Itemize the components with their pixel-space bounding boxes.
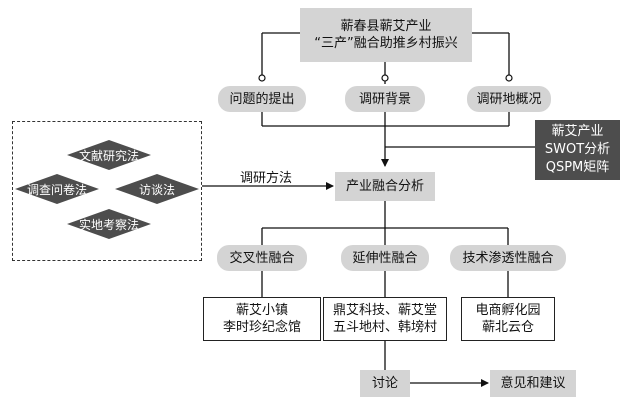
- method-interview-diamond: 访谈法: [115, 174, 199, 204]
- case-line: 鼎艾科技、蕲艾堂: [332, 303, 437, 318]
- junction-circle-right: [505, 74, 513, 82]
- method-label: 文献研究法: [78, 148, 139, 163]
- top-title-line2: “三产”融合助推乡村振兴: [314, 36, 458, 51]
- fusion-cross: 交叉性融合: [217, 245, 307, 271]
- method-label: 调查问卷法: [26, 182, 87, 197]
- suggestions-box: 意见和建议: [490, 370, 576, 397]
- method-literature-diamond: 文献研究法: [67, 140, 151, 170]
- top-title-line1: 蕲春县蕲艾产业: [340, 19, 432, 34]
- tool-item: QSPM矩阵: [545, 160, 610, 175]
- industry-fusion-analysis-box: 产业融合分析: [335, 172, 435, 201]
- tool-item: SWOT分析: [544, 142, 611, 157]
- case-line: 蕲艾小镇: [235, 303, 288, 318]
- methods-dashed-box: 文献研究法 调查问卷法 访谈法 实地考察法: [12, 121, 202, 261]
- case-box-tech: 电商孵化园 蕲北云仓: [461, 297, 555, 341]
- case-line: 李时珍纪念馆: [222, 320, 301, 335]
- fusion-extension: 延伸性融合: [341, 245, 429, 271]
- top-title-box: 蕲春县蕲艾产业 “三产”融合助推乡村振兴: [300, 8, 472, 62]
- method-fieldwork-diamond: 实地考察法: [67, 209, 151, 239]
- case-box-extension: 鼎艾科技、蕲艾堂 五斗地村、韩塝村: [323, 297, 447, 341]
- method-label: 实地考察法: [78, 217, 139, 232]
- discussion-box: 讨论: [360, 370, 410, 397]
- tool-item: 蕲艾产业: [551, 124, 604, 139]
- methods-arrow-label: 调研方法: [240, 171, 293, 186]
- junction-circle-middle: [381, 74, 389, 82]
- junction-circle-left: [258, 74, 266, 82]
- analysis-tools-box: 蕲艾产业 SWOT分析 QSPM矩阵: [535, 120, 620, 180]
- branch-problem: 问题的提出: [218, 86, 306, 112]
- branch-overview: 调研地概况: [467, 86, 551, 112]
- case-line: 蕲北云仓: [481, 320, 534, 335]
- method-questionnaire-diamond: 调查问卷法: [15, 174, 99, 204]
- case-line: 电商孵化园: [475, 303, 541, 318]
- method-label: 访谈法: [138, 182, 175, 197]
- case-line: 五斗地村、韩塝村: [332, 320, 437, 335]
- fusion-tech-penetration: 技术渗透性融合: [450, 245, 566, 271]
- branch-background: 调研背景: [345, 86, 425, 112]
- case-box-cross: 蕲艾小镇 李时珍纪念馆: [203, 297, 321, 341]
